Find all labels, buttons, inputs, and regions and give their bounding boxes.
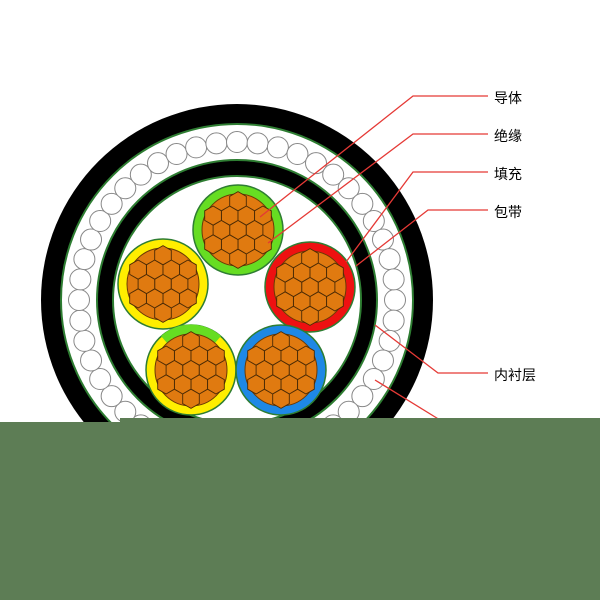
conductor-strand bbox=[204, 205, 222, 226]
conductor-strand bbox=[272, 331, 290, 352]
armor-wire bbox=[89, 368, 112, 390]
leader-line bbox=[267, 133, 488, 244]
filler-label: 填充 bbox=[494, 167, 522, 183]
conductor-strand bbox=[182, 388, 200, 409]
armor-wire bbox=[114, 177, 137, 200]
conductor-strand bbox=[254, 234, 272, 255]
armor-wire bbox=[384, 289, 406, 311]
armor-wire bbox=[100, 385, 123, 408]
conductor-strand bbox=[157, 345, 175, 366]
bottom-band-step bbox=[120, 418, 600, 424]
armor-wire bbox=[371, 228, 394, 251]
armor-wire bbox=[246, 132, 269, 155]
conductor-strand bbox=[182, 331, 200, 352]
conductor-strand bbox=[247, 374, 265, 395]
armor-wire bbox=[351, 385, 374, 408]
armor-wire bbox=[266, 136, 289, 159]
conductor-strand bbox=[326, 262, 344, 283]
armor-wire bbox=[362, 368, 385, 390]
cores-group bbox=[117, 184, 356, 416]
core-yellow-green-lower bbox=[145, 324, 237, 416]
armor-wire bbox=[165, 143, 188, 166]
armor-wire bbox=[337, 177, 360, 200]
armor-wire bbox=[185, 136, 208, 159]
conductor-strand bbox=[247, 345, 265, 366]
conductor-strand bbox=[157, 374, 175, 395]
core-blue bbox=[235, 324, 327, 416]
armor-wire bbox=[89, 210, 112, 232]
armor-wire bbox=[322, 163, 345, 186]
armor-wire bbox=[362, 210, 385, 232]
armor-wire bbox=[226, 131, 248, 153]
leader-line bbox=[259, 95, 488, 218]
conductor-strand bbox=[276, 262, 294, 283]
conductor-strand bbox=[254, 205, 272, 226]
conductor-strand bbox=[207, 374, 225, 395]
armor-wire bbox=[286, 143, 309, 166]
conductor-strand bbox=[129, 259, 147, 280]
armor-wire bbox=[80, 349, 103, 372]
conductor-strand bbox=[272, 388, 290, 409]
armor-wire bbox=[69, 268, 92, 291]
conductor-strand bbox=[326, 291, 344, 312]
conductor-strand bbox=[204, 234, 222, 255]
core-red bbox=[264, 241, 356, 333]
leader-line bbox=[374, 324, 488, 374]
conductor-strand bbox=[276, 291, 294, 312]
bottom-band bbox=[0, 422, 600, 600]
conductor-strand bbox=[207, 345, 225, 366]
inner-sheath-label: 内衬层 bbox=[494, 368, 536, 384]
armor-wire bbox=[378, 329, 401, 352]
armor-wire bbox=[73, 248, 96, 271]
conductor-label: 导体 bbox=[494, 91, 522, 107]
armor-wire bbox=[371, 349, 394, 372]
conductor-strand bbox=[154, 302, 172, 323]
conductor-strand bbox=[229, 248, 247, 269]
conductor-strand bbox=[154, 245, 172, 266]
leader-lines bbox=[259, 95, 488, 421]
armor-wire bbox=[73, 329, 96, 352]
wrapping-label: 包带 bbox=[494, 205, 522, 221]
conductor-strand bbox=[301, 305, 319, 326]
armor-wire bbox=[147, 152, 169, 175]
armor-wire bbox=[351, 192, 374, 215]
armor-wire bbox=[382, 268, 405, 291]
conductor-strand bbox=[229, 191, 247, 212]
armor-wire bbox=[129, 163, 152, 186]
leader-line bbox=[355, 209, 488, 267]
insulation-label: 绝缘 bbox=[494, 129, 522, 145]
conductor-strand bbox=[301, 248, 319, 269]
armor-wire bbox=[382, 309, 405, 332]
core-green bbox=[192, 184, 284, 276]
armor-wire bbox=[205, 132, 228, 155]
armor-wire bbox=[68, 289, 90, 311]
armor-wire bbox=[80, 228, 103, 251]
conductor-strand bbox=[297, 374, 315, 395]
leader-line bbox=[345, 171, 488, 263]
leader-line bbox=[374, 379, 441, 421]
armor-wire bbox=[69, 309, 92, 332]
armor-wire bbox=[100, 192, 123, 215]
armor-wire bbox=[378, 248, 401, 271]
conductor-strand bbox=[129, 288, 147, 309]
conductor-strand bbox=[179, 288, 197, 309]
core-yellow-upper bbox=[117, 238, 209, 330]
conductor-strand bbox=[297, 345, 315, 366]
conductor-strand bbox=[179, 259, 197, 280]
